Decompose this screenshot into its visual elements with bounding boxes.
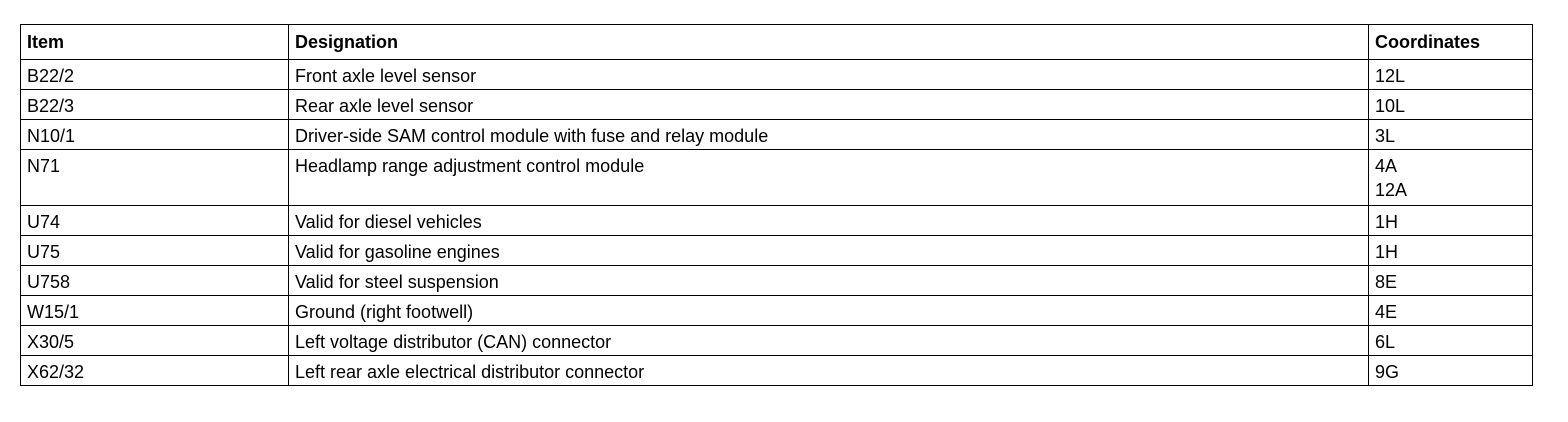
component-legend-table: Item Designation Coordinates B22/2 Front… [20,24,1533,386]
coordinates-cell: 10L [1368,89,1533,120]
table-row: X30/5 Left voltage distributor (CAN) con… [20,325,1533,356]
item-cell: W15/1 [20,295,289,326]
coordinate-value: 3L [1375,126,1396,146]
coordinate-value: 12A [1375,180,1408,200]
item-cell: X30/5 [20,325,289,356]
table-row: U75 Valid for gasoline engines 1H [20,235,1533,266]
coordinate-value: 4A [1375,156,1398,176]
designation-cell: Ground (right footwell) [288,295,1369,326]
table-row: U74 Valid for diesel vehicles 1H [20,205,1533,236]
coordinate-value: 1H [1375,212,1399,232]
item-cell: U75 [20,235,289,266]
designation-cell: Driver-side SAM control module with fuse… [288,119,1369,150]
designation-cell: Valid for diesel vehicles [288,205,1369,236]
table-row: W15/1 Ground (right footwell) 4E [20,295,1533,326]
coordinate-value: 4E [1375,302,1398,322]
designation-cell: Headlamp range adjustment control module [288,149,1369,206]
item-cell: B22/3 [20,89,289,120]
item-cell: U758 [20,265,289,296]
designation-cell: Front axle level sensor [288,59,1369,90]
coordinate-value: 9G [1375,362,1400,382]
designation-cell: Left rear axle electrical distributor co… [288,355,1369,386]
table-row: X62/32 Left rear axle electrical distrib… [20,355,1533,386]
header-item: Item [20,24,289,60]
designation-cell: Rear axle level sensor [288,89,1369,120]
table-row: N10/1 Driver-side SAM control module wit… [20,119,1533,150]
table-row: B22/2 Front axle level sensor 12L [20,59,1533,90]
coordinate-value: 1H [1375,242,1399,262]
item-cell: X62/32 [20,355,289,386]
coordinate-value: 12L [1375,66,1406,86]
coordinates-cell: 4E [1368,295,1533,326]
coordinates-cell: 8E [1368,265,1533,296]
coordinate-value: 6L [1375,332,1396,352]
coordinates-cell: 4A 12A [1368,149,1533,206]
table-row: B22/3 Rear axle level sensor 10L [20,89,1533,120]
item-cell: N71 [20,149,289,206]
coordinates-cell: 12L [1368,59,1533,90]
coordinates-cell: 3L [1368,119,1533,150]
coordinates-cell: 1H [1368,205,1533,236]
coordinates-cell: 6L [1368,325,1533,356]
table-header: Item Designation Coordinates [20,24,1533,60]
coordinate-value: 10L [1375,96,1406,116]
coordinates-cell: 1H [1368,235,1533,266]
item-cell: B22/2 [20,59,289,90]
designation-cell: Left voltage distributor (CAN) connector [288,325,1369,356]
coordinates-cell: 9G [1368,355,1533,386]
table-row: U758 Valid for steel suspension 8E [20,265,1533,296]
designation-cell: Valid for steel suspension [288,265,1369,296]
designation-cell: Valid for gasoline engines [288,235,1369,266]
table-row: N71 Headlamp range adjustment control mo… [20,149,1533,206]
item-cell: N10/1 [20,119,289,150]
table-body: B22/2 Front axle level sensor 12L B22/3 … [20,59,1533,386]
header-designation: Designation [288,24,1369,60]
item-cell: U74 [20,205,289,236]
header-row: Item Designation Coordinates [20,24,1533,60]
coordinate-value: 8E [1375,272,1398,292]
header-coordinates: Coordinates [1368,24,1533,60]
